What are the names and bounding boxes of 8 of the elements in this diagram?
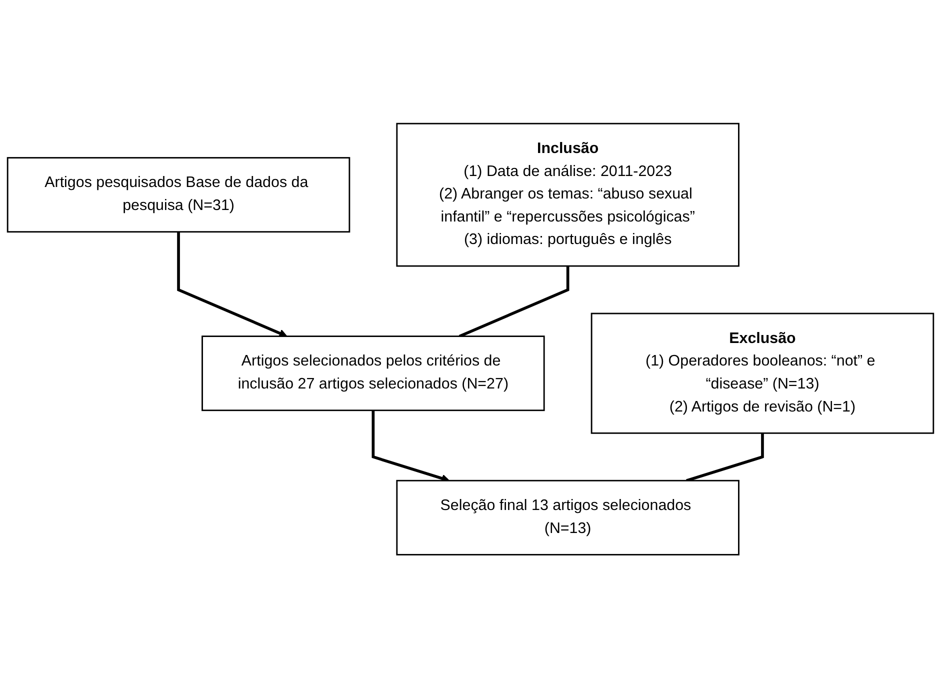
connector: [686, 434, 764, 482]
arrow: [177, 232, 288, 338]
node-box: Seleção final 13 artigos selecionados (N=13): [396, 480, 740, 556]
node-box: Artigos pesquisados Base de dados da pesquisa (N=31): [6, 157, 350, 233]
connector: [458, 266, 570, 338]
node-box: Exclusão (1) Operadores booleanos: “not” e “disease” (N=13) (2) Artigos de revisão (N=1): [590, 313, 934, 434]
node-box: Artigos selecionados pelos critérios de inclusão 27 artigos selecionados (N=27): [202, 336, 545, 412]
node-box: Inclusão (1) Data de análise: 2011-2023 (2) Abranger os temas: “abuso sexual infantil” e “repercussões psicológicas” (3) idiomas: português e inglês: [396, 123, 740, 268]
